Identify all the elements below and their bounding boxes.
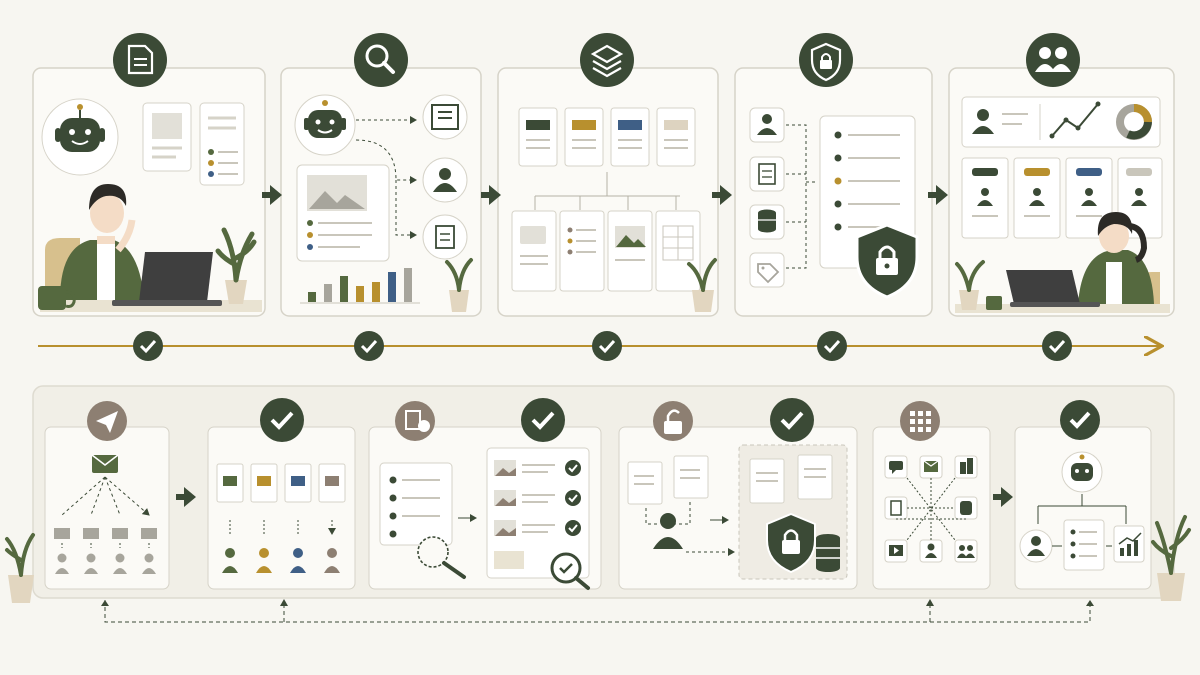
database-icon [758, 209, 776, 233]
bottom-badges [87, 398, 1100, 442]
paper-plane-icon [96, 411, 118, 433]
shield-lock-icon [855, 223, 919, 299]
person-working-illustration [955, 212, 1170, 313]
bottom-group-1 [44, 426, 170, 590]
apps-grid-icon [910, 411, 931, 432]
laptop-icon [112, 252, 222, 306]
people-icon [957, 545, 975, 558]
layers-icon [590, 44, 624, 78]
timeline-checkpoint [133, 331, 163, 361]
plant-icon [687, 258, 717, 312]
tag-icon [757, 263, 780, 284]
bottom-group-5-6 [618, 426, 858, 590]
timeline [38, 331, 1160, 361]
check-badge [770, 398, 814, 442]
hub-connections [896, 477, 966, 541]
document-icon [758, 163, 776, 185]
search-badge [354, 33, 408, 87]
plant-icon [5, 533, 35, 603]
top-step-3-panel [497, 67, 719, 317]
top-step-1-panel [32, 67, 266, 317]
image-icon [307, 175, 367, 211]
bottom-row-connectors [176, 487, 1013, 507]
building-icon [431, 104, 459, 130]
email-icon [91, 454, 119, 473]
email-icon [923, 460, 939, 472]
top-step-4-panel [734, 67, 933, 317]
document-icon [435, 225, 455, 249]
people-icon [1035, 47, 1071, 72]
check-circle-icon [565, 460, 581, 536]
top-row-connectors [262, 185, 948, 205]
table-icon [662, 225, 694, 261]
check-badge [1060, 400, 1100, 440]
document-icon [890, 500, 902, 516]
shield-lock-icon [810, 42, 842, 82]
user-icon [925, 543, 937, 558]
robot-icon [304, 100, 346, 138]
paper-plane-badge [87, 401, 127, 441]
robot-icon [1071, 454, 1093, 481]
layers-badge [580, 33, 634, 87]
timeline-checkpoint [817, 331, 847, 361]
apps-grid-badge [900, 401, 940, 441]
plant-icon [445, 258, 473, 312]
shield-lock-icon [766, 512, 816, 574]
donut-chart-icon [1116, 104, 1152, 140]
top-step-5-panel [948, 67, 1175, 317]
plant-icon [1151, 515, 1191, 601]
bottom-group-3-4 [368, 426, 602, 590]
video-icon [889, 545, 903, 556]
user-icon [1027, 536, 1045, 556]
database-icon [960, 501, 972, 515]
user-icon [972, 109, 994, 134]
search-check-icon [550, 552, 590, 590]
plant-icon [955, 260, 985, 310]
bottom-group-7 [872, 426, 991, 590]
user-icon [433, 168, 457, 192]
check-badge [521, 398, 565, 442]
timeline-checkpoint [1042, 331, 1072, 361]
user-icon [757, 114, 777, 135]
people-badge [1026, 33, 1080, 87]
document-chat-icon [405, 410, 430, 432]
building-icon [960, 458, 973, 474]
timeline-checkpoint [592, 331, 622, 361]
timeline-checkpoint [354, 331, 384, 361]
document-badge [113, 33, 167, 87]
magnifier-icon [417, 536, 466, 579]
feedback-loop [101, 599, 1094, 623]
plant-icon [215, 227, 257, 304]
bottom-group-2 [207, 426, 356, 590]
shield-badge [799, 33, 853, 87]
document-icon [142, 102, 245, 186]
line-chart-icon [1049, 101, 1101, 139]
recipient-column [54, 528, 157, 574]
robot-icon [55, 104, 105, 152]
check-badge [260, 398, 304, 442]
top-step-2-panel [280, 67, 482, 317]
bottom-group-8 [1014, 426, 1152, 590]
top-step-badges [113, 33, 1080, 87]
chat-icon [889, 461, 903, 474]
trend-chart-icon [1118, 532, 1142, 556]
database-icon [816, 534, 840, 572]
document-icon [127, 44, 154, 75]
user-icon [653, 513, 683, 549]
unlock-icon [664, 409, 682, 434]
checklist-illustration [834, 131, 900, 231]
person-thinking-illustration [38, 184, 262, 312]
search-icon [365, 44, 395, 74]
bar-chart-illustration [300, 268, 420, 304]
laptop-icon [1006, 270, 1100, 307]
unlock-badge [653, 401, 693, 441]
category-cards [518, 107, 696, 167]
document-chat-badge [395, 401, 435, 441]
